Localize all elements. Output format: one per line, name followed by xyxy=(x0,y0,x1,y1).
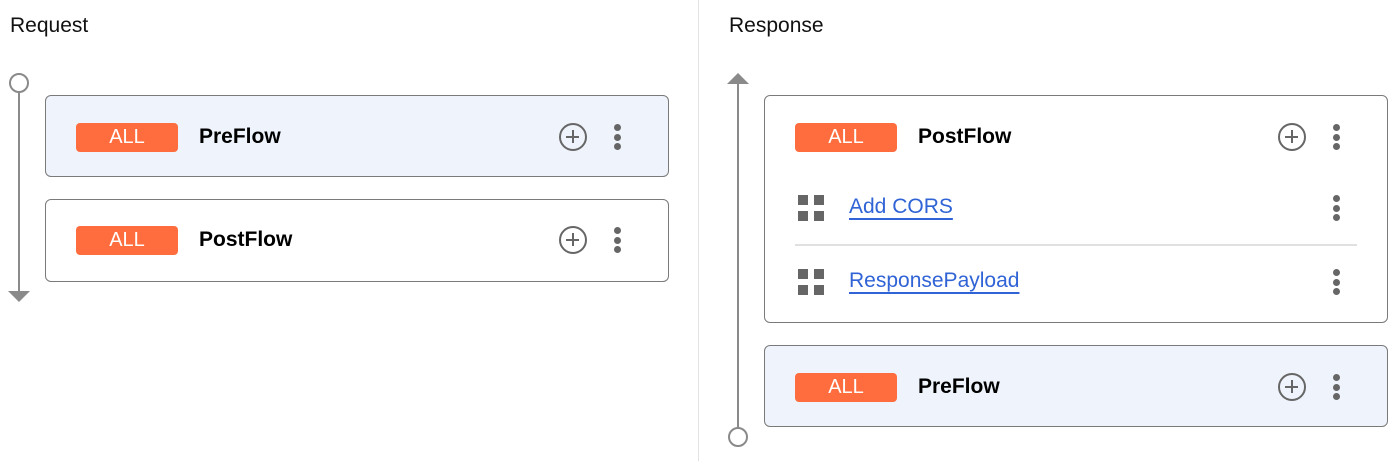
method-badge: ALL xyxy=(795,123,897,152)
response-postflow-card[interactable]: ALL PostFlow Add CORS ResponsePayload xyxy=(764,95,1388,323)
timeline-line xyxy=(18,92,20,292)
panel-divider xyxy=(698,0,699,461)
method-badge: ALL xyxy=(76,226,178,255)
more-options-icon[interactable] xyxy=(613,227,621,253)
more-options-icon[interactable] xyxy=(1332,124,1340,150)
request-postflow-card[interactable]: ALL PostFlow xyxy=(45,199,669,282)
request-preflow-card[interactable]: ALL PreFlow xyxy=(45,95,669,177)
step-row[interactable]: ResponsePayload xyxy=(765,262,1387,302)
add-step-icon[interactable] xyxy=(1278,123,1306,151)
add-step-icon[interactable] xyxy=(559,123,587,151)
timeline-start-circle-icon xyxy=(728,427,748,447)
step-link[interactable]: ResponsePayload xyxy=(849,269,1020,292)
response-preflow-card[interactable]: ALL PreFlow xyxy=(764,345,1388,427)
add-step-icon[interactable] xyxy=(559,226,587,254)
flow-name: PreFlow xyxy=(199,125,281,148)
more-options-icon[interactable] xyxy=(1332,195,1340,221)
request-title: Request xyxy=(10,14,89,37)
flow-name: PostFlow xyxy=(199,228,293,251)
arrow-down-icon xyxy=(8,291,30,302)
step-row[interactable]: Add CORS xyxy=(765,188,1387,228)
step-separator xyxy=(795,244,1357,246)
policy-grid-icon xyxy=(798,269,824,295)
response-title: Response xyxy=(729,14,824,37)
add-step-icon[interactable] xyxy=(1278,373,1306,401)
method-badge: ALL xyxy=(76,123,178,152)
timeline-line xyxy=(737,83,739,429)
flow-name: PostFlow xyxy=(918,125,1012,148)
arrow-up-icon xyxy=(727,73,749,84)
timeline-start-circle-icon xyxy=(9,73,29,93)
policy-grid-icon xyxy=(798,195,824,221)
step-link[interactable]: Add CORS xyxy=(849,195,953,218)
flow-name: PreFlow xyxy=(918,375,1000,398)
more-options-icon[interactable] xyxy=(613,124,621,150)
more-options-icon[interactable] xyxy=(1332,269,1340,295)
method-badge: ALL xyxy=(795,373,897,402)
more-options-icon[interactable] xyxy=(1332,374,1340,400)
